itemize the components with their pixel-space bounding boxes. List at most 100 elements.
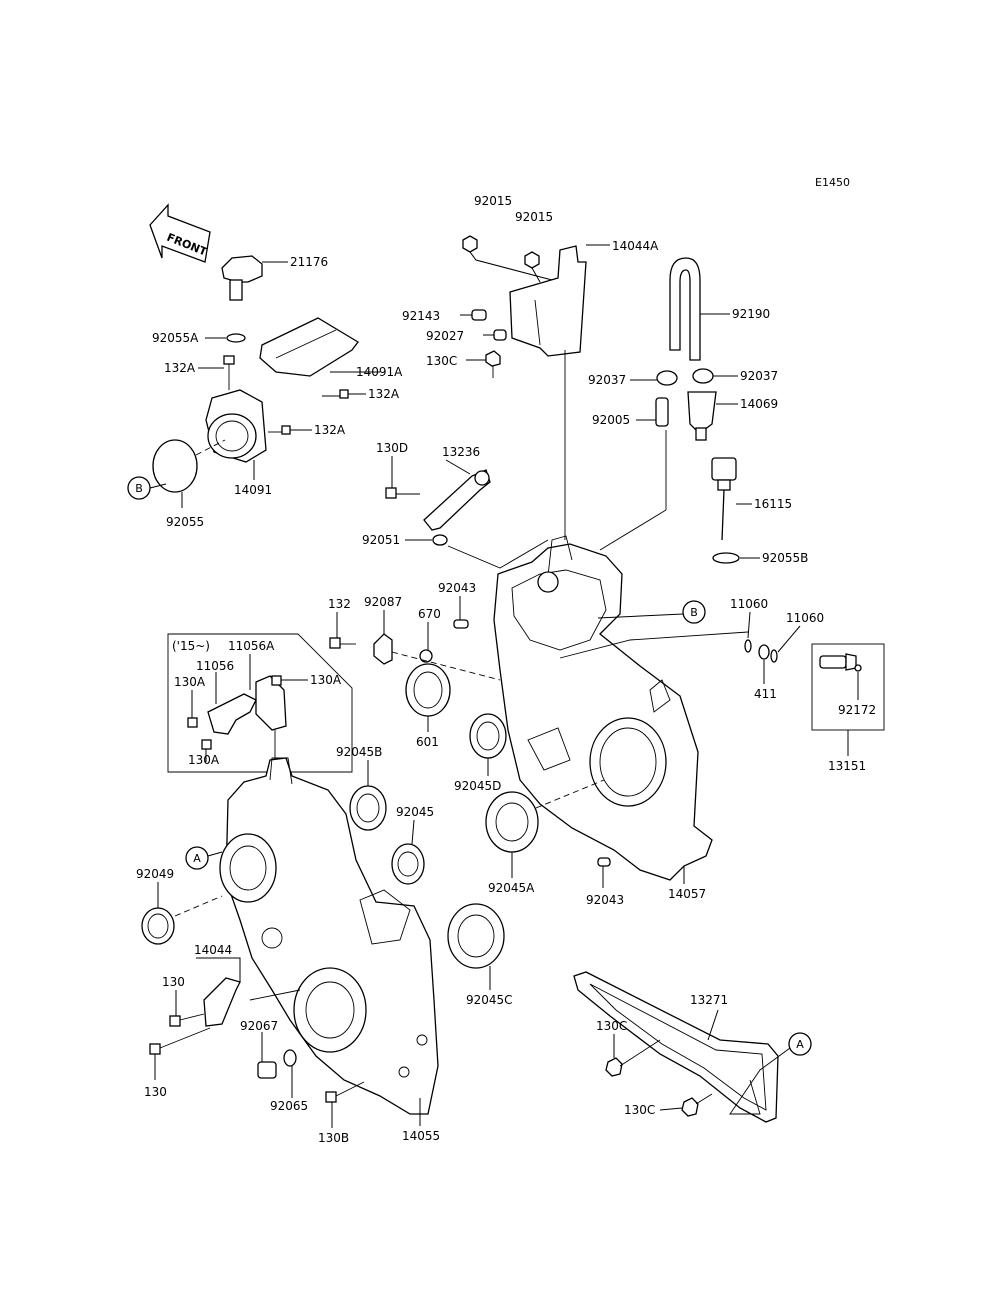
label-14044: 14044 (194, 943, 232, 957)
label-92055A: 92055A (152, 331, 199, 345)
o-ring-92055 (152, 439, 198, 493)
label-92143: 92143 (402, 309, 440, 323)
seal-92049 (141, 907, 175, 945)
bolt-130A-2 (271, 675, 282, 686)
label-14091: 14091 (234, 483, 272, 497)
label-11060b: 11060 (786, 611, 824, 625)
label-92065: 92065 (270, 1099, 308, 1113)
clamp-92037a (656, 370, 678, 386)
label-670: 670 (418, 607, 441, 621)
label-130A-3: 130A (188, 753, 220, 767)
label-92055: 92055 (166, 515, 204, 529)
label-14057: 14057 (668, 887, 706, 901)
svg-text:A: A (796, 1038, 804, 1051)
label-92043b: 92043 (586, 893, 624, 907)
label-13271: 13271 (690, 993, 728, 1007)
washer-92065 (283, 1049, 297, 1067)
label-92045A: 92045A (488, 881, 535, 895)
label-92190: 92190 (732, 307, 770, 321)
gasket-13271 (573, 971, 779, 1123)
bolt-130B (325, 1081, 365, 1103)
label-92045C: 92045C (466, 993, 513, 1007)
label-14069: 14069 (740, 397, 778, 411)
o-ring-92172 (854, 664, 862, 672)
collar-92027 (493, 329, 507, 341)
o-ring-92055B (712, 552, 740, 564)
o-ring-670 (419, 649, 433, 663)
nut-92015a (462, 235, 478, 253)
switch-13151 (819, 653, 857, 671)
label-92005: 92005 (592, 413, 630, 427)
label-92087: 92087 (364, 595, 402, 609)
label-92067: 92067 (240, 1019, 278, 1033)
front-arrow-icon: FRONT (149, 203, 211, 263)
label-130D: 130D (376, 441, 408, 455)
bolt-130C-b (681, 1093, 713, 1117)
bolt-130C-top (485, 350, 501, 378)
ref-marker-b-right (682, 600, 706, 624)
label-132A-3: 132A (314, 423, 346, 437)
bracket-11056 (207, 693, 257, 735)
bolt-130a (169, 1013, 205, 1027)
washer-11060b (770, 649, 778, 663)
hose-92190 (669, 257, 701, 361)
label-92172: 92172 (838, 703, 876, 717)
bolt-132 (329, 637, 356, 649)
label-13151: 13151 (828, 759, 866, 773)
case-14057 (493, 535, 713, 881)
bearing-92045B (349, 785, 387, 831)
bearing-92045A (485, 791, 539, 853)
bracket-11056A (255, 675, 287, 731)
label-130C-top: 130C (426, 354, 457, 368)
label-92045B: 92045B (336, 745, 382, 759)
label-11056A: 11056A (228, 639, 275, 653)
housing-14091 (205, 389, 267, 463)
inset-box (167, 633, 353, 773)
washer-11060a (744, 639, 752, 653)
label-130a: 130 (162, 975, 185, 989)
label-130b: 130 (144, 1085, 167, 1099)
dipstick-16115 (711, 457, 737, 541)
label-130A-2: 130A (310, 673, 342, 687)
label-130C-a: 130C (596, 1019, 627, 1033)
label-92015b: 92015 (515, 210, 553, 224)
clamp-92037b (692, 368, 714, 384)
bolt-130C-a (605, 1039, 661, 1077)
label-130B: 130B (318, 1131, 349, 1145)
label-130A-1: 130A (174, 675, 206, 689)
bolt-132A-2 (322, 389, 349, 399)
label-14044A: 14044A (612, 239, 659, 253)
bearing-601 (405, 663, 451, 717)
bearing-92045C (447, 903, 505, 969)
bearing-92045 (391, 843, 425, 885)
ref-marker-a-left (185, 846, 209, 870)
svg-text:A: A (193, 852, 201, 865)
label-14055: 14055 (402, 1129, 440, 1143)
bearing-92045D (469, 713, 507, 759)
label-132: 132 (328, 597, 351, 611)
label-11060a: 11060 (730, 597, 768, 611)
label-21176: 21176 (290, 255, 328, 269)
o-ring-92055A (226, 333, 246, 343)
fitting-92005 (655, 397, 669, 427)
nut-92015b (524, 251, 540, 269)
label-411: 411 (754, 687, 777, 701)
label-92037a: 92037 (588, 373, 626, 387)
sensor-21176 (221, 255, 263, 301)
collar-92143 (471, 309, 487, 321)
lever-13236 (423, 469, 491, 531)
bolt-130A-1 (187, 717, 198, 728)
label-132A-2: 132A (368, 387, 400, 401)
diagram-code: E1450 (815, 176, 850, 189)
label-92015a: 92015 (474, 194, 512, 208)
label-92055B: 92055B (762, 551, 808, 565)
bolt-130A-3 (201, 739, 212, 750)
label-inset: ('15~) (172, 639, 210, 653)
label-92051: 92051 (362, 533, 400, 547)
bolt-130D (385, 487, 420, 499)
label-92027: 92027 (426, 329, 464, 343)
plug-92067 (257, 1061, 277, 1079)
case-14055 (219, 757, 439, 1115)
washer-411 (758, 644, 770, 660)
